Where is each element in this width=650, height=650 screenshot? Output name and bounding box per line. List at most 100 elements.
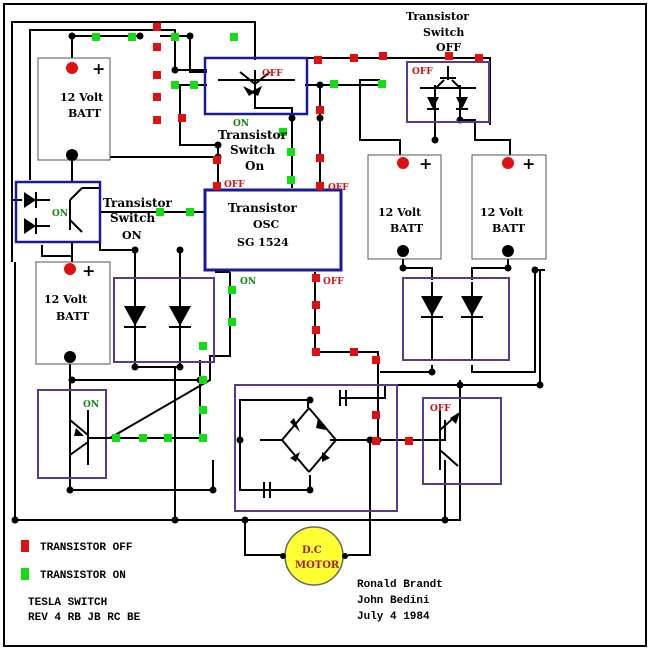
state-marker-off [350,348,358,356]
state-marker-off [213,156,221,164]
tag-off: OFF [323,277,344,287]
state-marker-on [139,434,147,442]
transistor-switch-left [14,180,102,244]
state-marker-off [312,301,320,309]
state-marker-off [178,114,186,122]
state-marker-off [372,411,380,419]
tag-on: ON [233,119,249,129]
state-marker-on [378,80,386,88]
tag-on: ON [52,209,68,219]
state-tags: OFF OFF ON OFF OFF ON ON OFF ON OFF [52,67,451,414]
diode-icon [427,97,439,109]
battery-label-line2: BATT [390,222,424,235]
footer-info: TESLA SWITCH REV 4 RB JB RC BE Ronald Br… [28,579,443,624]
state-marker-off [475,54,483,62]
state-marker-on [164,434,172,442]
state-marker-on [230,33,238,41]
battery-plus-sign: + [522,154,535,173]
battery-negative-terminal [502,245,514,257]
state-marker-off [153,71,161,79]
motor-label-line2: MOTOR [295,560,340,571]
state-marker-off [312,348,320,356]
state-marker-off [153,23,161,31]
battery-label-line2: BATT [68,107,102,120]
dc-motor: D.C MOTOR [280,526,348,586]
state-marker-off [153,43,161,51]
state-marker-off [372,356,380,364]
battery-negative-terminal [397,245,409,257]
battery-plus-sign: + [82,261,95,280]
state-markers [92,23,483,445]
transistor-switch-lower-right [410,397,502,485]
state-marker-on [186,208,194,216]
state-marker-on [171,81,179,89]
battery-positive-terminal [397,157,409,169]
diode-pair-right [402,277,510,361]
tag-off: OFF [328,183,349,193]
text-labels: Transistor Switch OFF Transistor Switch … [103,10,469,242]
battery-plus-sign: + [419,154,432,173]
footer-author-2: John Bedini [357,595,430,607]
state-marker-on [190,81,198,89]
state-marker-on [228,318,236,326]
state-marker-off [316,182,324,190]
state-marker-on [112,434,120,442]
switch-left-line3: ON [122,229,142,242]
battery-positive-terminal [502,157,514,169]
diode-icon [322,452,330,462]
battery-negative-terminal [64,351,76,363]
state-marker-on [279,128,287,136]
battery-label-line1: 12 Volt [44,293,88,306]
switch-left-line1: Transistor [103,196,172,210]
battery-positive-terminal [66,62,78,74]
osc-label-line2: OSC [253,218,280,231]
battery-top-left: + 12 Volt BATT [37,57,111,161]
diode-icon [421,296,443,316]
tag-on: ON [83,400,99,410]
battery-label-line1: 12 Volt [480,206,524,219]
state-marker-off [445,52,453,60]
state-marker-off [153,116,161,124]
transistor-switch-center [203,56,309,116]
state-marker-on [128,33,136,41]
diode-icon [290,452,300,462]
diode-icon [24,192,36,208]
legend-on-swatch [21,568,29,580]
battery-positive-terminal [64,263,76,275]
footer-author-1: Ronald Brandt [357,579,443,591]
footer-date: July 4 1984 [357,611,430,623]
battery-label-line2: BATT [492,222,526,235]
state-marker-on [171,33,179,41]
bridge-rectifier [234,384,398,512]
legend-off-label: TRANSISTOR OFF [40,542,132,554]
diode-icon [316,418,326,430]
battery-plus-sign: + [92,59,105,78]
battery-mid-left: + 12 Volt BATT [35,261,111,365]
tag-off: OFF [262,69,283,79]
diode-icon [24,218,36,234]
battery-right-a: + 12 Volt BATT [367,154,442,260]
tag-off: OFF [412,67,433,77]
state-marker-on [330,80,338,88]
state-marker-off [314,56,322,64]
footer-title-1: TESLA SWITCH [28,597,107,609]
state-marker-on [228,286,236,294]
switch-center-line2: Switch [230,143,275,157]
switch-center-line1: Transistor [218,128,287,142]
battery-right-b: + 12 Volt BATT [471,154,547,260]
switch-center-line3: On [245,159,264,173]
battery-label-line2: BATT [56,310,90,323]
state-marker-on [199,342,207,350]
diode-icon [456,97,468,109]
tag-off: OFF [430,404,451,414]
state-marker-on [199,376,207,384]
state-marker-off [316,154,324,162]
transistor-switch-lower-left [37,389,110,479]
tag-off: OFF [224,180,245,190]
state-marker-on [199,406,207,414]
state-marker-off [213,182,221,190]
battery-label-line1: 12 Volt [378,206,422,219]
switch-top-right-line2: Switch [423,26,464,39]
osc-label-line3: SG 1524 [237,236,289,249]
